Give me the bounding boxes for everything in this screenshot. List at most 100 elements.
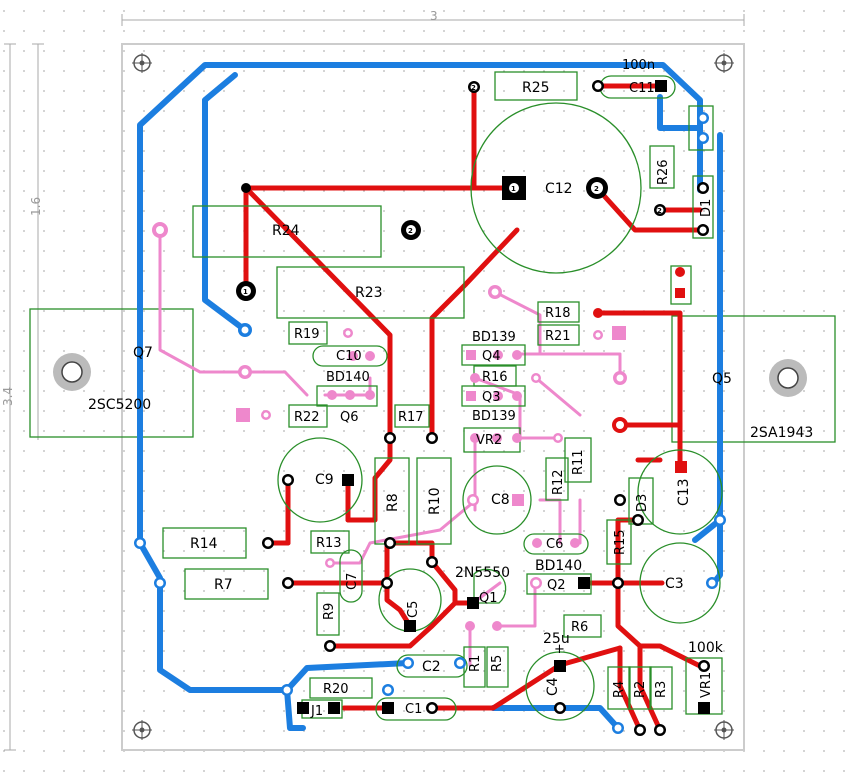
pad-r25-2: 2 xyxy=(468,81,480,93)
pad-q7-3 xyxy=(238,323,252,337)
pad-c8-2 xyxy=(467,494,479,506)
pad-r19-a xyxy=(343,328,353,338)
pad-c2-1 xyxy=(402,657,414,669)
label-r1: R1 xyxy=(468,655,483,672)
mounting-hole-bl xyxy=(132,720,152,740)
svg-text:2: 2 xyxy=(408,227,413,235)
transistor-q7-body xyxy=(29,308,194,438)
pad-c12-1: 1 xyxy=(502,176,526,200)
pad-j1-2 xyxy=(328,702,340,714)
label-c3: C3 xyxy=(665,576,684,592)
transistor-q5-body xyxy=(671,315,836,443)
label-vr2: VR2 xyxy=(476,433,502,448)
label-r11: R11 xyxy=(571,449,586,475)
pad-r17-1 xyxy=(384,432,396,444)
label-q1-part: 2N5550 xyxy=(455,565,510,581)
pad-q5-square xyxy=(612,326,626,340)
mounting-holes xyxy=(132,53,734,740)
pad-r9-bot xyxy=(324,640,336,652)
label-r4: R4 xyxy=(612,681,627,698)
pad-r26-2: 2 xyxy=(654,204,666,216)
label-q1: Q1 xyxy=(479,591,498,606)
label-r18: R18 xyxy=(545,306,571,321)
pad-r15-a xyxy=(614,494,626,506)
label-r9: R9 xyxy=(322,603,337,620)
pad-q7-square xyxy=(236,408,250,422)
pad-d3-row xyxy=(675,267,685,298)
pad-c6-row xyxy=(532,538,580,548)
label-r22: R22 xyxy=(294,410,320,425)
pad-c3-2 xyxy=(706,577,718,589)
pad-q5-3 xyxy=(612,417,628,433)
label-r24: R24 xyxy=(272,223,300,239)
label-j1: J1 xyxy=(310,704,323,719)
pad-c1-2 xyxy=(426,702,438,714)
component-labels: R25 100n C11 R26 C12 R24 R23 Q7 2SC5200 … xyxy=(88,58,813,719)
label-r25: R25 xyxy=(522,80,550,96)
pad-c11-1 xyxy=(592,80,604,92)
pad-r17-2 xyxy=(426,432,438,444)
label-q6-part: BD140 xyxy=(326,370,370,385)
label-q7-part: 2SC5200 xyxy=(88,397,151,413)
svg-text:1: 1 xyxy=(243,288,248,296)
dimension-markers xyxy=(4,14,745,751)
pad-j1-1 xyxy=(297,702,309,714)
label-r26: R26 xyxy=(656,159,671,185)
label-c12: C12 xyxy=(545,181,573,197)
pad-r22-a xyxy=(261,410,271,420)
pad-q6-row xyxy=(327,390,375,400)
label-c5: C5 xyxy=(406,601,421,618)
jumper-wires xyxy=(158,228,622,667)
pad-vr1-1 xyxy=(698,660,710,672)
label-q2-part: BD140 xyxy=(535,558,582,574)
label-q5-part: 2SA1943 xyxy=(750,425,813,441)
pad-d1-a xyxy=(697,112,709,124)
pad-r14-b xyxy=(262,537,274,549)
label-r13: R13 xyxy=(316,536,342,551)
pad-c5-2 xyxy=(404,620,416,632)
label-r15: R15 xyxy=(613,529,628,555)
label-r12: R12 xyxy=(551,469,566,495)
label-c8: C8 xyxy=(491,492,510,508)
pad-q4-row xyxy=(466,350,522,360)
mounting-hole-br xyxy=(714,720,734,740)
label-c1: C1 xyxy=(405,702,422,717)
pad-q5-1 xyxy=(613,371,627,385)
label-r2: R2 xyxy=(633,681,648,698)
pad-r16-left xyxy=(470,373,480,383)
pad-c4-1 xyxy=(554,660,566,672)
pad-r14-a xyxy=(134,537,146,549)
pad-r18 xyxy=(593,308,603,318)
mounting-hole-tl xyxy=(132,53,152,73)
label-r5: R5 xyxy=(490,655,505,672)
pad-r15-b xyxy=(632,514,644,526)
label-pot-value: 100k xyxy=(688,640,724,656)
pad-r16 xyxy=(531,373,541,383)
pad-c13-1 xyxy=(675,461,687,473)
label-q5: Q5 xyxy=(712,371,732,387)
pad-r4-bot xyxy=(634,724,646,736)
pad-r2-bot xyxy=(612,722,624,734)
label-q2: Q2 xyxy=(547,578,566,593)
label-vr1: VR1 xyxy=(699,672,714,698)
inner-height-dimension-label: 1.6 xyxy=(29,197,43,216)
label-c10: C10 xyxy=(336,349,362,364)
pad-c9-b xyxy=(342,474,354,486)
label-c13: C13 xyxy=(676,478,692,506)
pad-c12-2: 2 xyxy=(586,177,608,199)
pad-r20-a xyxy=(281,684,293,696)
pad-q7-2 xyxy=(238,365,252,379)
label-plus: + xyxy=(554,642,565,657)
label-c7: C7 xyxy=(345,573,360,590)
label-r16: R16 xyxy=(482,370,508,385)
pad-q2-1 xyxy=(578,577,590,589)
label-r8: R8 xyxy=(385,493,401,512)
svg-text:2: 2 xyxy=(471,84,476,92)
label-q4: Q4 xyxy=(482,349,501,364)
label-vr-value: 25u xyxy=(543,631,570,647)
pad-q1-1 xyxy=(467,597,479,609)
pad-c10-row xyxy=(348,351,375,361)
label-q3: Q3 xyxy=(482,390,501,405)
pad-c3-1 xyxy=(612,577,624,589)
